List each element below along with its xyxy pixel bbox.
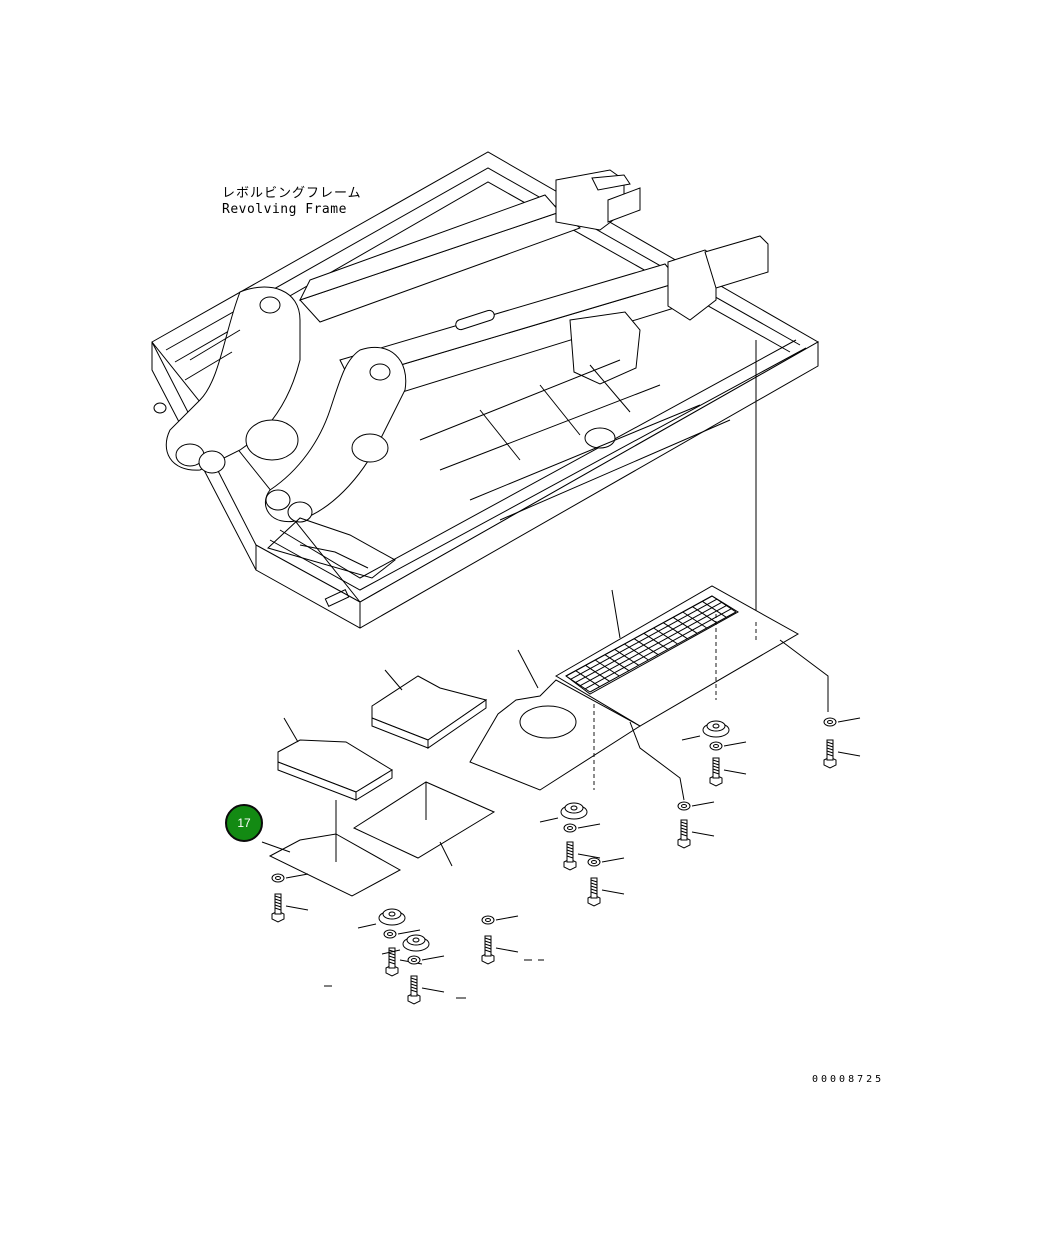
callout-number: 17 — [237, 816, 251, 830]
rubber-mount-icon — [539, 802, 588, 823]
under-cover-plate — [469, 614, 757, 791]
bolt-icon — [407, 975, 445, 1005]
washer-icon — [709, 741, 747, 751]
rubber-mount-icon — [681, 720, 730, 741]
grille-cover — [555, 585, 800, 727]
fastener-hardware — [271, 717, 861, 1005]
washer-icon — [677, 801, 715, 811]
bolt-icon — [587, 877, 625, 907]
washer-icon — [271, 873, 309, 883]
rubber-mount-icon — [357, 908, 406, 929]
cover-slab — [277, 717, 393, 801]
revolving-frame — [151, 151, 820, 629]
bolt-icon — [481, 935, 519, 965]
frame-label-english: Revolving Frame — [222, 202, 347, 217]
washer-icon — [563, 823, 601, 833]
washer-icon — [823, 717, 861, 727]
bolt-icon — [709, 757, 747, 787]
lower-plates — [261, 781, 496, 897]
washer-icon — [383, 929, 421, 939]
bolt-icon — [271, 893, 309, 923]
drawing-number: 00008725 — [812, 1074, 885, 1085]
bolt-icon — [563, 841, 601, 871]
washer-icon — [481, 915, 519, 925]
part-callout-badge[interactable]: 17 — [225, 804, 263, 842]
rubber-mount-icon — [381, 934, 430, 955]
washer-icon — [407, 955, 445, 965]
cover-block — [371, 669, 488, 749]
washer-icon — [587, 857, 625, 867]
frame-label-japanese: レボルビングフレーム — [222, 186, 362, 201]
bolt-icon — [823, 739, 861, 769]
bolt-icon — [677, 819, 715, 849]
